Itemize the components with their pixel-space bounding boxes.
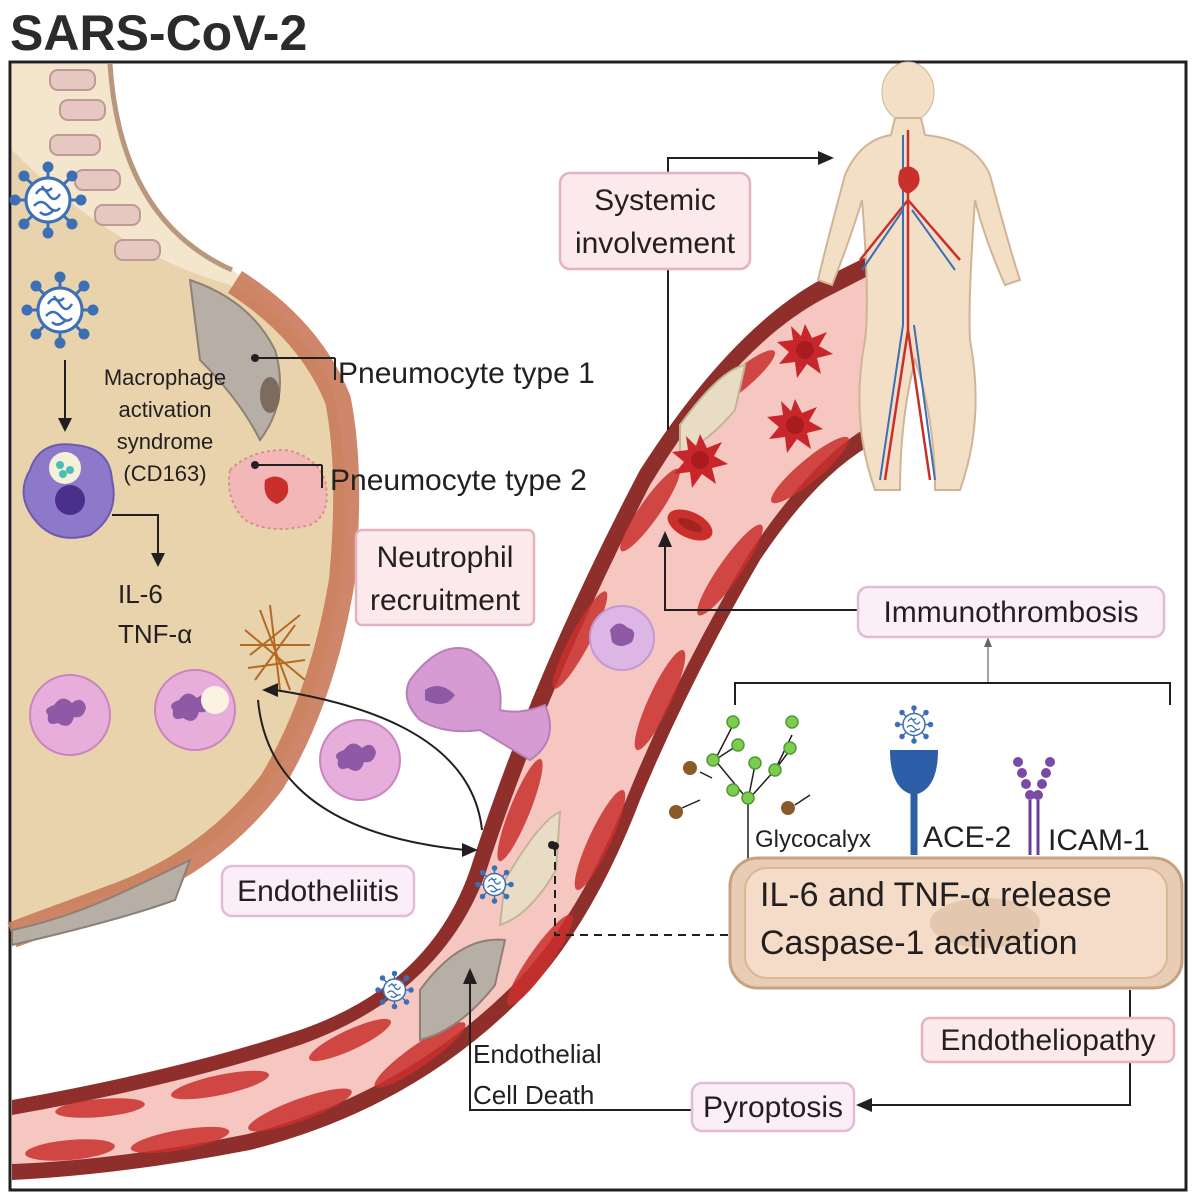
connector-lines <box>58 151 1171 1112</box>
pyroptosis-box: Pyroptosis <box>690 1081 856 1133</box>
ace2-label: ACE-2 <box>923 821 1011 854</box>
endotheliitis-label: Endotheliitis <box>237 875 399 908</box>
neutrophil-icon <box>29 674 111 756</box>
virus-icon <box>375 970 414 1010</box>
figure-title: SARS-CoV-2 <box>10 5 307 61</box>
icam1-label: ICAM-1 <box>1048 824 1150 857</box>
macrophage-line3: syndrome <box>117 429 214 454</box>
macrophage-line2: activation <box>119 397 212 422</box>
il6-label: IL-6 <box>118 579 163 609</box>
glycocalyx-icon <box>669 715 811 860</box>
release-label-line2: Caspase-1 activation <box>760 924 1078 962</box>
endothelial-death-line1: Endothelial <box>473 1039 602 1069</box>
blood-vessel <box>12 250 880 1180</box>
endotheliitis-box: Endotheliitis <box>220 864 416 918</box>
endothelial-death-line2: Cell Death <box>473 1080 594 1110</box>
neutrophil-recruitment-box: Neutrophil recruitment <box>354 528 536 627</box>
ace2-receptor-icon <box>890 705 938 855</box>
macrophage-line1: Macrophage <box>104 365 226 390</box>
release-label-line1: IL-6 and TNF-α release <box>760 876 1112 914</box>
virus-icon <box>21 271 99 349</box>
virus-icon <box>475 865 514 904</box>
neutrophil-line1: Neutrophil <box>377 541 514 574</box>
systemic-involvement-box: Systemic involvement <box>558 171 752 271</box>
pneumocyte-type-1-label: Pneumocyte type 1 <box>338 357 595 390</box>
virus-icon <box>9 161 87 239</box>
systemic-line1: Systemic <box>594 184 716 217</box>
macrophage-line4: (CD163) <box>123 461 206 486</box>
glycocalyx-label: Glycocalyx <box>755 826 871 853</box>
immunothrombosis-box: Immunothrombosis <box>856 585 1166 639</box>
pneumocyte-type-2-label: Pneumocyte type 2 <box>330 464 587 497</box>
neutrophil-line2: recruitment <box>370 584 521 617</box>
endotheliopathy-label: Endotheliopathy <box>940 1024 1155 1057</box>
tnfa-label: TNF-α <box>118 619 192 649</box>
macrophage-icon <box>22 443 115 539</box>
pyroptosis-label: Pyroptosis <box>703 1091 843 1124</box>
endotheliopathy-box: Endotheliopathy <box>920 1016 1176 1064</box>
release-box: IL-6 and TNF-α release Caspase-1 activat… <box>728 856 1184 990</box>
icam1-receptor-icon <box>1013 757 1055 855</box>
human-body-icon <box>816 61 1022 491</box>
neutrophils <box>29 605 655 801</box>
systemic-line2: involvement <box>575 227 736 260</box>
neutrophil-icon <box>319 719 401 801</box>
pneumocyte-type-2-cell <box>228 448 328 530</box>
net-icon <box>240 604 310 691</box>
immunothrombosis-label: Immunothrombosis <box>883 596 1138 629</box>
